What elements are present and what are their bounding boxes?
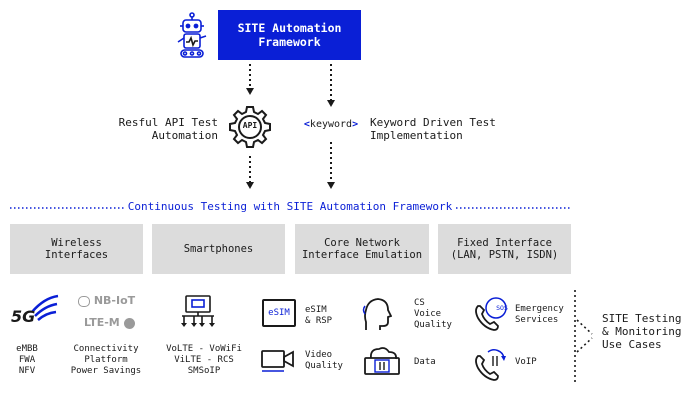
- keyword-text: keyword: [309, 119, 353, 130]
- emergency-label: Emergency Services: [515, 304, 564, 325]
- data-label: Data: [414, 357, 436, 367]
- use-cases-label: SITE Testing & Monitoring Use Cases: [602, 312, 682, 351]
- api-method-label: Resful API Test Automation: [118, 116, 218, 142]
- framework-title: SITE Automation Framework: [237, 21, 342, 49]
- 5g-label: 5G: [11, 307, 36, 326]
- banner-text: Continuous Testing with SITE Automation …: [127, 200, 453, 213]
- keyword-bracket-right-icon: >: [352, 119, 359, 130]
- nbiot-label: NB-IoT: [78, 294, 135, 307]
- ltem-text: LTE-M: [84, 316, 120, 329]
- voip-label: VoIP: [515, 357, 537, 367]
- volte-items: VoLTE - VoWiFi ViLTE - RCS SMSoIP: [166, 344, 242, 376]
- sos-phone-icon: [475, 297, 507, 331]
- video-camera-icon: [261, 350, 294, 372]
- framework-title-box: SITE Automation Framework: [218, 10, 361, 60]
- 5g-icon: [31, 294, 59, 321]
- nbiot-cloud-icon: [78, 295, 90, 307]
- api-gear-text: API: [242, 121, 258, 130]
- gear-icon: [229, 106, 271, 148]
- robot-icon: [177, 12, 207, 58]
- network-screen-icon: [181, 295, 215, 327]
- arrow-top-right: [327, 64, 335, 107]
- voice-head-icon: [362, 298, 392, 330]
- ltem-circle-icon: [123, 317, 135, 329]
- esim-chip-text: eSIM: [268, 308, 290, 318]
- keyword-method-label: Keyword Driven Test Implementation: [370, 116, 496, 142]
- banner-dots-left: [10, 207, 124, 209]
- video-label: Video Quality: [305, 350, 343, 371]
- cs-voice-label: CS Voice Quality: [414, 298, 452, 330]
- voip-phone-icon: [475, 349, 506, 381]
- banner-dots-right: [456, 207, 570, 209]
- category-fixed-interface: Fixed Interface (LAN, PSTN, ISDN): [438, 224, 571, 274]
- wireless-items: eMBB FWA NFV: [16, 344, 38, 376]
- use-cases-divider: [574, 290, 593, 382]
- category-smartphones: Smartphones: [152, 224, 285, 274]
- connectivity-items: Connectivity Platform Power Savings: [70, 344, 142, 376]
- arrow-bottom-left: [246, 156, 254, 189]
- category-core-network: Core Network Interface Emulation: [295, 224, 429, 274]
- category-wireless: Wireless Interfaces: [10, 224, 143, 274]
- nbiot-text: NB-IoT: [93, 294, 136, 307]
- arrow-top-left: [246, 64, 254, 95]
- esim-chip-icon: eSIM: [262, 299, 296, 327]
- esim-label: eSIM & RSP: [305, 305, 333, 326]
- data-cloud-icon: [364, 347, 400, 375]
- keyword-bracket-left-icon: <: [303, 119, 310, 130]
- ltem-label: LTE-M: [84, 316, 135, 329]
- keyword-tag: <keyword>: [300, 119, 362, 130]
- sos-text: SOS: [496, 304, 508, 312]
- arrow-bottom-right: [327, 142, 335, 189]
